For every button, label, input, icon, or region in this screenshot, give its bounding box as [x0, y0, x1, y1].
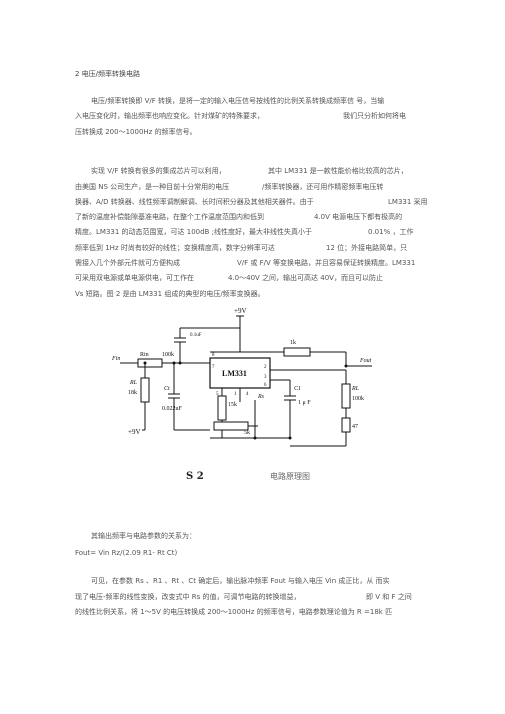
para2-line3-mid: LM331 采用	[388, 198, 428, 206]
formula: Fout= Vin Rz/(2.09 R1- Rt Ct)	[75, 549, 178, 557]
input-label: Fin	[111, 356, 120, 362]
pin-2: 2	[264, 365, 267, 370]
output-label: Fout	[359, 358, 372, 364]
c1-value: 1 μ F	[298, 400, 311, 406]
para1-line1: 电压/频率转换即 V/F 转换，是将一定的输入电压信号按线性的比例关系转换成频率…	[91, 97, 385, 105]
para3-line2: 现了电压-频率的线性变换，改变式中 Rs 的值，可调节电路的转换增益，	[75, 593, 301, 601]
para2-line6-mid: 12 位；外接电路简单，只	[326, 244, 408, 252]
para3-line3: 的线性比例关系，将 1～5V 的电压转换成 200～1000Hz 的频率信号，电…	[75, 608, 393, 616]
para1-line3: 压转换成 200～1000Hz 的频率信号。	[75, 128, 197, 136]
rl-right-label: RL	[351, 386, 360, 392]
r5k-value: 5k	[244, 430, 250, 436]
para2-line7: 需接入几个外部元件就可方便构成	[75, 259, 180, 267]
vcc-top-label: +9V	[234, 307, 247, 315]
pin-4: 4	[246, 392, 249, 397]
pin-6: 6	[264, 383, 267, 388]
vcc-bottom-label: +9V	[128, 428, 141, 436]
figure-caption-id: S 2	[186, 471, 204, 482]
rin-value: 100k	[162, 352, 174, 358]
figure-caption-text: 电路原理图	[270, 472, 310, 481]
para2-line4: 了新的温度补偿能隙基准电路，在整个工作温度范围内和低到	[75, 213, 264, 221]
section-title: 2 电压/频率转换电路	[75, 70, 141, 78]
pin-8: 8	[212, 353, 215, 358]
para2-line3: 换器、A/D 转换器、线性频率调制解调、长时间积分器及其他相关器件。由于	[75, 198, 314, 206]
relation-intro: 其输出频率与电路参数的关系为：	[91, 532, 196, 540]
pin-7: 7	[212, 365, 215, 370]
rl-right-value: 100k	[352, 396, 364, 402]
para3-line1: 可见，在参数 Rs 、R1 、Rt 、Ct 确定后，输出脉冲频率 Fout 与输…	[91, 577, 390, 585]
para2-line8-mid: 4.0～40V 之间，输出可高达 40V，而且可以防止	[228, 274, 383, 282]
pin-1: 1	[234, 392, 237, 397]
para2-line5-mid: 0.01% ，工作	[368, 228, 414, 236]
rl-left-value: 18k	[128, 390, 137, 396]
para2-line8: 可采用双电源或单电源供电，可工作在	[75, 274, 194, 282]
rl-left-label: RL	[129, 380, 138, 386]
para2-line1: 实现 V/F 转换有很多的集成芯片可以利用，	[91, 167, 226, 175]
c-top-value: 0.1uF	[190, 333, 202, 338]
para1-line2-tail: 我们只分析如何将电	[343, 112, 406, 120]
r47-value: 47	[352, 424, 358, 430]
pin-5: 5	[216, 392, 219, 397]
para2-line2: 由美国 NS 公司生产，是一种目前十分常用的电压	[75, 183, 230, 191]
r1k-value: 1k	[290, 340, 296, 346]
para3-line2-tail: 即 V 和 F 之间	[366, 593, 412, 601]
para2-line7-mid: V/F 或 F/V 等变换电路，并且容易保证转换精度。LM331	[237, 259, 416, 267]
para2-line1-mid: 其中 LM331 是一款性能价格比较高的芯片，	[268, 167, 408, 175]
rin-label: Rin	[140, 352, 149, 358]
chip-label: LM331	[222, 369, 247, 378]
r15k-value: 15k	[228, 402, 237, 408]
ct-label: Ct	[164, 386, 170, 392]
para1-line2: 入电压变化时，输出频率也响应变化。针对煤矿的特殊要求，	[75, 112, 264, 120]
para2-line5: 精度。LM331 的动态范围宽，可达 100dB ;线性度好，最大非线性失真小于	[75, 228, 312, 236]
c1-label: C1	[294, 386, 301, 392]
para2-line6: 频率低到 1Hz 时尚有较好的线性；变换精度高，数字分辨率可达	[75, 244, 275, 252]
rs-label: Rs	[257, 394, 265, 400]
para2-line4-mid: 4.0V 电源电压下都有极高的	[314, 213, 403, 221]
ct-value: 0.022uF	[162, 406, 183, 412]
para2-line9: Vs 短路。图 2 是由 LM331 组成的典型的电压/频率变换器。	[75, 290, 265, 298]
circuit-diagram: +9V +9V Fin Fout LM331 Rin 100k 0.1uF 1k…	[111, 307, 372, 447]
para2-line2-mid: /频率转换器，还可用作精密频率电压转	[262, 183, 384, 191]
pin-3: 3	[264, 375, 267, 380]
